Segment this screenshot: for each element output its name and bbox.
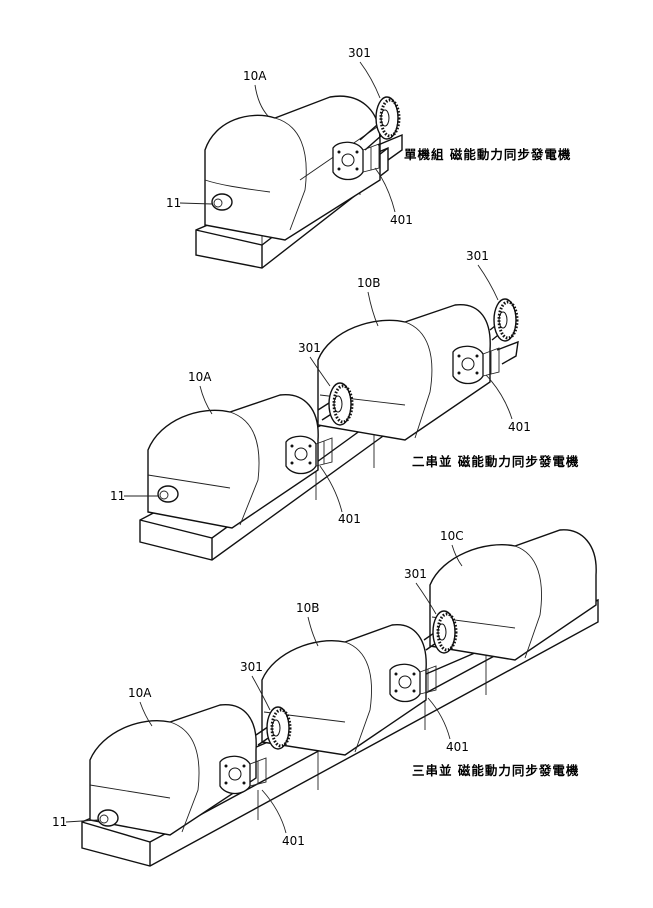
label-401-left: 401 — [338, 512, 361, 526]
label-301-right: 301 — [466, 249, 489, 263]
label-301-left: 301 — [298, 341, 321, 355]
caption-double: 二串並 磁能動力同步發電機 — [412, 454, 579, 469]
label-301: 301 — [348, 46, 371, 60]
label-10B: 10B — [357, 276, 381, 290]
label-401-left: 401 — [282, 834, 305, 848]
label-301-right: 301 — [404, 567, 427, 581]
label-10C: 10C — [440, 529, 464, 543]
triple-unit-figure: 10A 10B 10C 301 301 401 401 11 三串並 磁能動力同… — [52, 529, 599, 867]
caption-single: 單機組 磁能動力同步發電機 — [404, 147, 571, 162]
label-11: 11 — [110, 489, 125, 503]
label-10A: 10A — [243, 69, 267, 83]
label-401-right: 401 — [446, 740, 469, 754]
label-10B: 10B — [296, 601, 320, 615]
label-301-left: 301 — [240, 660, 263, 674]
label-11: 11 — [166, 196, 181, 210]
label-10A: 10A — [188, 370, 212, 384]
label-401-right: 401 — [508, 420, 531, 434]
label-10A: 10A — [128, 686, 152, 700]
caption-triple: 三串並 磁能動力同步發電機 — [412, 763, 579, 778]
label-11: 11 — [52, 815, 67, 829]
double-unit-figure: 10A 10B 301 301 401 401 11 二串並 磁能動力同步發電機 — [110, 249, 579, 561]
label-401: 401 — [390, 213, 413, 227]
single-unit-figure: 10A 301 401 11 單機組 磁能動力同步發電機 — [166, 46, 571, 269]
